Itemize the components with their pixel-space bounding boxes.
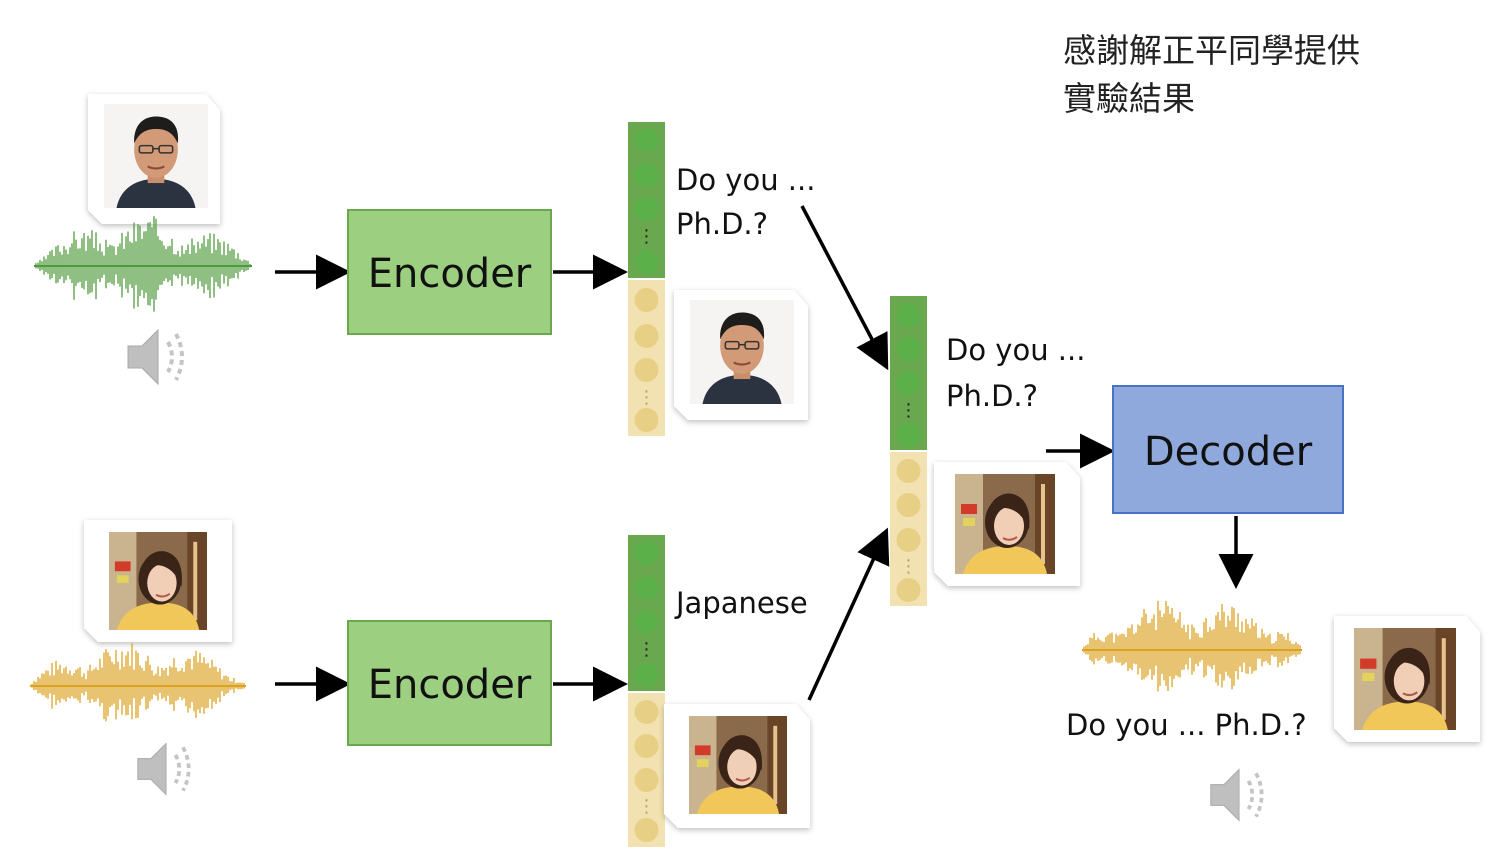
encoder-top-box: Encoder: [347, 209, 552, 335]
latent-vector-bottom: ⋮ ⋮: [628, 535, 665, 847]
speaker-volume-icon[interactable]: [1211, 770, 1262, 821]
female-speaker-portrait: [953, 474, 1057, 574]
svg-text:⋮: ⋮: [638, 387, 656, 408]
vector-mix-content-line1: Do you ...: [946, 333, 1085, 367]
svg-text:⋮: ⋮: [638, 796, 656, 817]
latent-vector-mixed: ⋮ ⋮: [890, 296, 927, 606]
svg-text:⋮: ⋮: [638, 639, 656, 660]
output-waveform: [1082, 600, 1302, 692]
credit-line-2: 實驗結果: [1063, 79, 1195, 118]
encoder-bottom-label: Encoder: [368, 662, 532, 708]
female-speaker-portrait: [107, 532, 209, 630]
svg-text:⋮: ⋮: [900, 556, 918, 577]
arrow-top-content-to-mix: [800, 205, 889, 371]
encoder-top-label: Encoder: [368, 251, 532, 297]
svg-text:⋮: ⋮: [638, 226, 656, 247]
male-waveform: [34, 216, 252, 312]
credit-line-1: 感謝解正平同學提供: [1063, 31, 1360, 70]
decoder-label: Decoder: [1144, 429, 1313, 475]
vector-top-content-line2: Ph.D.?: [676, 207, 768, 241]
vector-top-content-line1: Do you ...: [676, 163, 815, 197]
vector-mix-content-line2: Ph.D.?: [946, 379, 1038, 413]
female-speaker-portrait: [687, 716, 789, 814]
encoder-bottom-box: Encoder: [347, 620, 552, 746]
speaker-volume-icon[interactable]: [128, 330, 182, 384]
vector-bottom-content-label: Japanese: [674, 586, 808, 620]
decoder-box: Decoder: [1112, 385, 1344, 514]
output-caption: Do you ... Ph.D.?: [1066, 708, 1307, 742]
female-speaker-portrait: [1352, 628, 1458, 730]
female-waveform: [30, 643, 246, 722]
male-speaker-portrait: [104, 104, 208, 208]
male-speaker-portrait: [690, 300, 794, 404]
latent-vector-top: ⋮ ⋮: [628, 122, 665, 436]
arrow-bottom-speaker-to-mix: [807, 527, 890, 701]
speaker-volume-icon[interactable]: [138, 744, 189, 795]
svg-text:⋮: ⋮: [900, 400, 918, 421]
